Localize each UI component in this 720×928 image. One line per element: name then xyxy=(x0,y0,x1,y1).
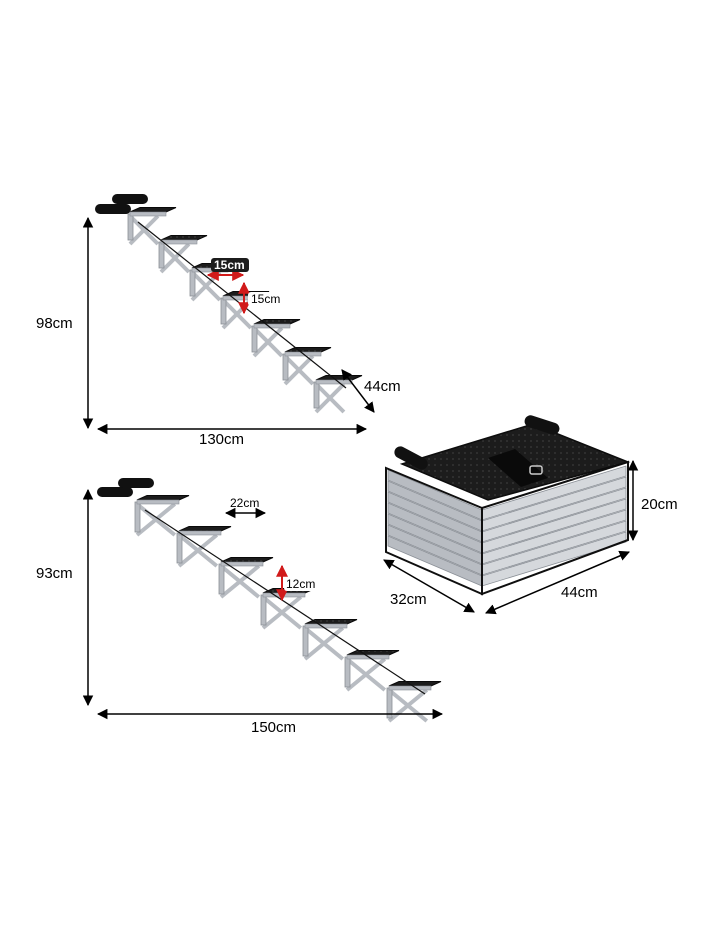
frame-post xyxy=(127,213,134,241)
frame-post xyxy=(176,532,183,564)
handle-grip xyxy=(118,478,154,488)
stair-tread xyxy=(284,347,332,353)
tread-edge xyxy=(262,592,306,598)
frame-post xyxy=(302,625,309,657)
stair-tread xyxy=(346,650,400,656)
frame-post xyxy=(158,241,165,269)
frame-post xyxy=(189,269,196,297)
tread-edge xyxy=(388,685,432,691)
length-label: 130cm xyxy=(199,431,244,448)
frame-strut xyxy=(314,382,346,414)
stair-tread xyxy=(315,375,363,381)
stair-tread xyxy=(136,495,190,501)
handle-grip xyxy=(394,446,428,470)
frame-post xyxy=(134,501,141,533)
tread-edge xyxy=(178,530,222,536)
width-label: 44cm xyxy=(364,378,401,395)
frame-strut xyxy=(303,626,345,661)
frame-strut xyxy=(283,354,315,386)
folded-layers xyxy=(385,460,629,596)
step-depth-label: 22cm xyxy=(230,496,259,510)
step-depth-label: 15cm xyxy=(214,258,245,272)
tread-edge xyxy=(304,623,348,629)
frame-post xyxy=(220,297,227,325)
step-depth-tag xyxy=(211,258,249,272)
handle-grip xyxy=(112,194,148,204)
handle-grip xyxy=(95,204,131,214)
tread-edge xyxy=(129,211,167,217)
frame-strut xyxy=(261,595,303,630)
frame-post xyxy=(251,325,258,353)
depth-label: 32cm xyxy=(390,591,427,608)
stair-tread xyxy=(178,526,232,532)
length-label: 150cm xyxy=(251,719,296,736)
depth-dimension-line xyxy=(383,559,475,613)
folded-strap xyxy=(488,449,548,487)
tension-cord xyxy=(144,509,426,695)
step-rise-tag xyxy=(248,292,286,306)
folded-stair-illustration xyxy=(385,415,631,596)
frame-post xyxy=(260,594,267,626)
frame-strut xyxy=(219,564,261,599)
tread-edge xyxy=(315,379,353,385)
frame-strut xyxy=(128,214,160,246)
frame-post xyxy=(282,353,289,381)
stair-tread xyxy=(220,557,274,563)
stair-bottom-illustration xyxy=(97,478,442,723)
stair-bottom-dimensions: 93cm 150cm 22cm 12cm xyxy=(36,488,444,736)
frame-strut xyxy=(177,533,219,568)
folded-dimensions: 20cm 32cm 44cm xyxy=(383,459,678,615)
frame-strut xyxy=(345,657,387,692)
tread-edge xyxy=(220,561,264,567)
frame-post xyxy=(218,563,225,595)
frame-strut xyxy=(159,242,191,274)
tension-cord xyxy=(137,221,347,389)
stair-tread xyxy=(129,207,177,213)
step-rise-label: 12cm xyxy=(286,577,315,591)
stair-tread xyxy=(388,681,442,687)
stair-bottom-steps xyxy=(134,495,442,723)
height-label: 93cm xyxy=(36,565,73,582)
frame-post xyxy=(313,381,320,409)
strap-buckle xyxy=(529,465,543,475)
height-label: 20cm xyxy=(641,496,678,513)
width-label: 44cm xyxy=(561,584,598,601)
stair-tread xyxy=(160,235,208,241)
frame-strut xyxy=(135,502,177,537)
tread-edge xyxy=(253,323,291,329)
stair-top-dimensions: 98cm 130cm 44cm 15cm 15cm xyxy=(36,216,401,448)
stair-top-illustration xyxy=(95,194,363,414)
tread-edge xyxy=(136,499,180,505)
step-rise-label: 15cm xyxy=(251,292,280,306)
width-dimension-line xyxy=(485,550,630,615)
frame-post xyxy=(344,656,351,688)
handle-grip xyxy=(524,415,560,435)
width-dimension-line xyxy=(341,369,375,413)
tread-edge xyxy=(160,239,198,245)
step-rise-tag xyxy=(284,577,322,591)
handle-grip xyxy=(97,487,133,497)
height-label: 98cm xyxy=(36,315,73,332)
